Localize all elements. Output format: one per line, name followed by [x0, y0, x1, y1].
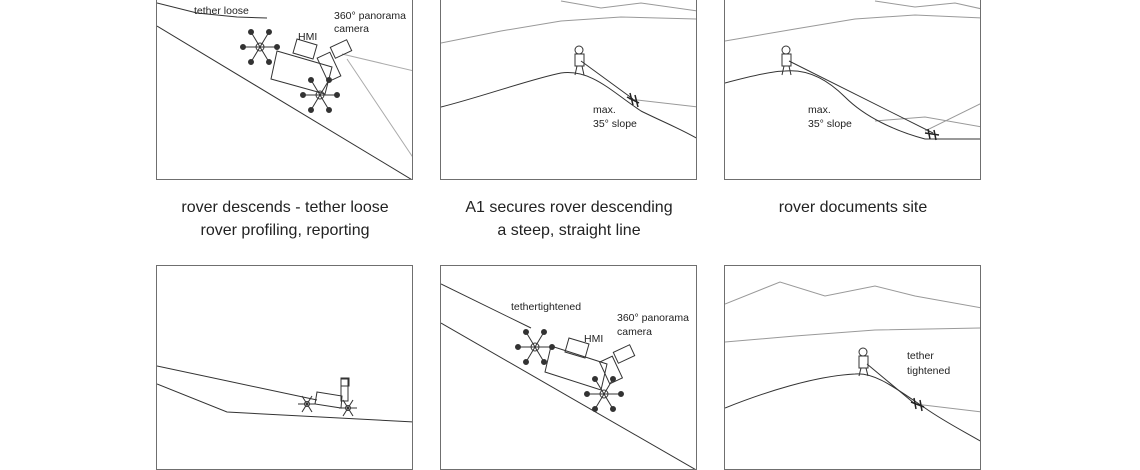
panel-3-drawing — [725, 0, 980, 141]
rover-icon — [924, 128, 940, 141]
caption-rover-documents: rover documents site — [723, 196, 983, 219]
horizon-line — [725, 327, 980, 343]
rover-icon — [910, 397, 925, 412]
shadow-line — [924, 103, 980, 132]
rover-icon — [626, 92, 640, 108]
caption-line: a steep, straight line — [497, 222, 641, 239]
slope-label-line2: 35° slope — [593, 118, 637, 130]
hmi-box — [292, 38, 318, 60]
caption-a1-secures: A1 secures rover descending a steep, str… — [439, 196, 699, 242]
camera-label-line2: camera — [617, 326, 653, 338]
shadow-line — [874, 116, 980, 128]
rover-wheel-icon — [298, 395, 316, 413]
shadow-line — [914, 403, 980, 413]
slope-label-line1: max. — [593, 104, 616, 116]
panel-4-drawing — [157, 365, 412, 423]
rover-wheel-icon — [515, 329, 555, 365]
astronaut-icon — [574, 45, 585, 76]
shadow-line — [341, 53, 412, 72]
terrain-profile — [725, 373, 980, 442]
tether-line — [157, 2, 268, 19]
astronaut-icon — [858, 347, 869, 377]
slope-line — [157, 25, 412, 179]
caption-line: A1 secures rover descending — [465, 199, 673, 216]
camera-mast — [316, 51, 342, 83]
tether-line — [866, 363, 916, 405]
tether-line — [441, 283, 532, 329]
caption-line: rover descends - tether loose — [181, 199, 389, 216]
camera-mast — [598, 355, 624, 385]
panel-rover-descends: tether loose HMI 360° panorama camera — [156, 0, 413, 180]
horizon-line — [874, 0, 980, 10]
camera-head — [329, 39, 353, 59]
rover-body — [270, 50, 333, 95]
panel-rover-documents: max. 35° slope — [724, 0, 981, 180]
caption-line: rover documents site — [778, 199, 928, 216]
caption-rover-descends: rover descends - tether loose rover prof… — [155, 196, 415, 242]
camera-label-line1: 360° panorama — [334, 10, 406, 22]
panel-rover-flat — [156, 265, 413, 470]
rover-wheel-icon — [584, 376, 624, 412]
tether-label-line2: tightened — [907, 365, 951, 377]
hmi-label: HMI — [298, 31, 318, 43]
rover-body — [314, 391, 343, 409]
panel-tether-tightened: tether tightened — [724, 265, 981, 470]
shadow-line — [628, 98, 696, 108]
slope-label-line2: 35° slope — [808, 118, 852, 130]
rover-wheel-icon — [240, 29, 280, 65]
tether-label: tethertightened — [511, 301, 582, 313]
rover-wheel-icon — [300, 77, 340, 113]
tether-line — [580, 60, 634, 100]
panel-5-drawing — [441, 283, 696, 469]
slope-label-line1: max. — [808, 104, 831, 116]
panel-6-drawing — [725, 281, 980, 442]
tether-line — [788, 60, 934, 134]
camera-label-line2: camera — [334, 23, 370, 35]
panel-a1-secures-rover: max. 35° slope — [440, 0, 697, 180]
horizon-line — [560, 0, 696, 12]
hmi-label: HMI — [584, 333, 604, 345]
horizon-line — [441, 16, 696, 44]
panel-2-drawing — [441, 0, 696, 139]
panel-tether-tightened-rover: tethertightened HMI 360° panorama camera — [440, 265, 697, 470]
tether-label-line1: tether — [907, 350, 934, 362]
slope-line — [441, 322, 696, 469]
camera-mast — [340, 378, 349, 402]
astronaut-icon — [781, 45, 792, 76]
tether-label: tether loose — [194, 5, 249, 17]
shadow-line — [346, 58, 412, 157]
hmi-box — [564, 337, 590, 359]
horizon-line — [725, 14, 980, 42]
camera-label-line1: 360° panorama — [617, 312, 689, 324]
rover-wheel-icon — [339, 399, 357, 417]
panel-1-drawing — [157, 2, 412, 179]
terrain-line — [157, 383, 412, 423]
caption-line: rover profiling, reporting — [200, 222, 370, 239]
camera-head — [612, 344, 636, 364]
tether-line — [157, 365, 318, 401]
rover-body — [544, 345, 608, 391]
camera-head — [340, 377, 350, 387]
terrain-profile — [441, 72, 696, 139]
terrain-profile — [725, 70, 980, 140]
horizon-line — [725, 281, 980, 309]
